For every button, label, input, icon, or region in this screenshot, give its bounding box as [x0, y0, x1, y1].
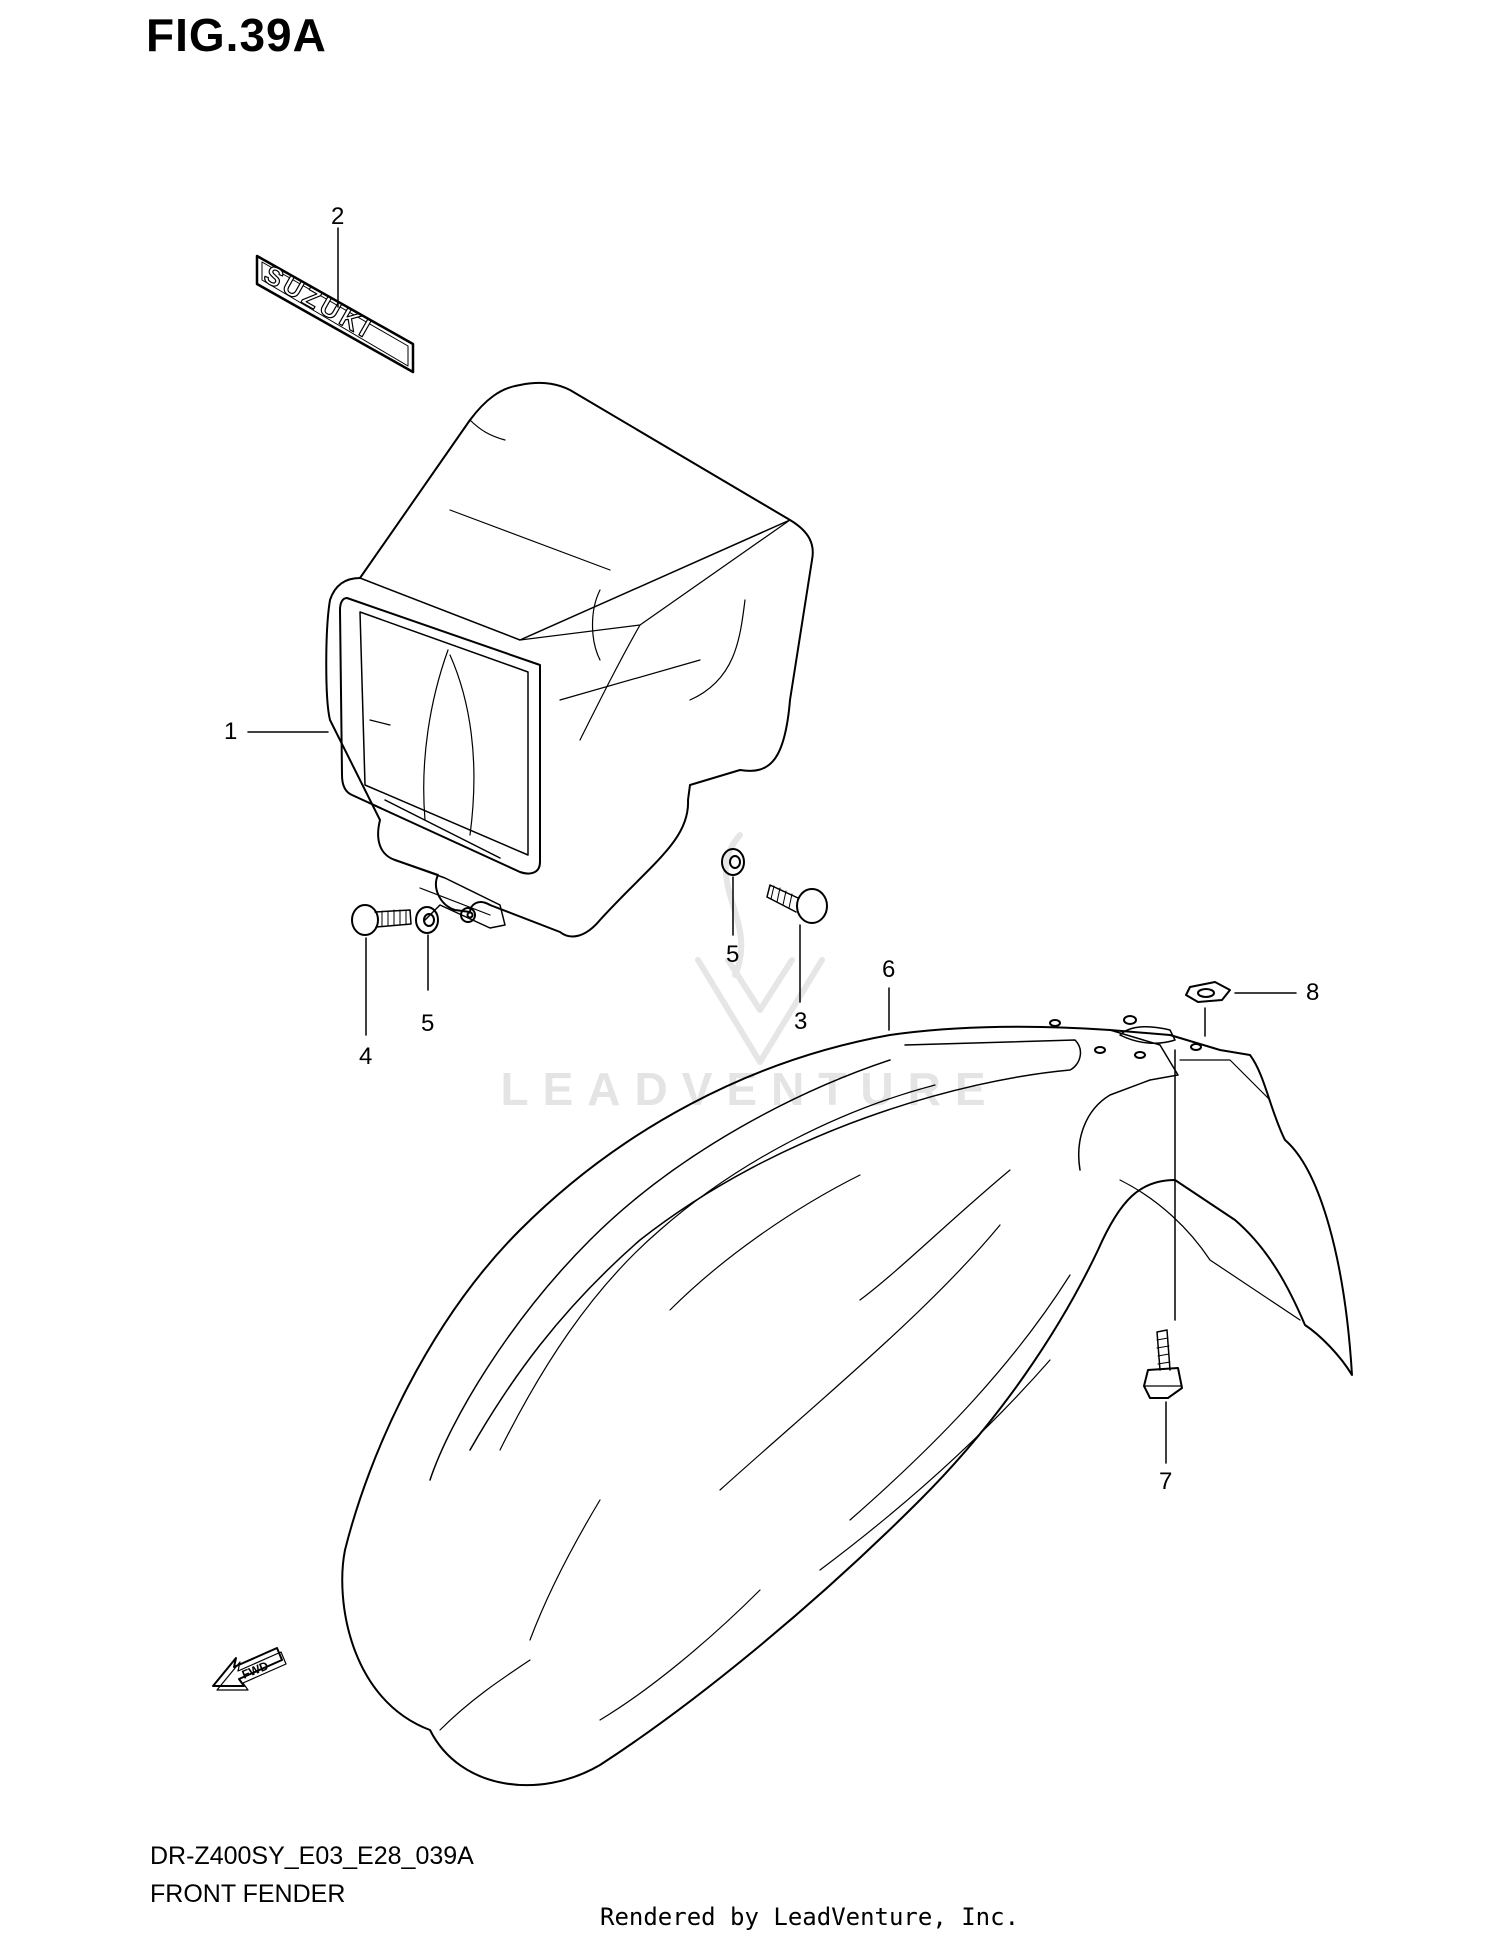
callout-5-left: 5 — [421, 1010, 435, 1037]
callout-4: 4 — [359, 1043, 373, 1070]
headlight-cover-part — [325, 381, 814, 938]
screw-part-3 — [766, 884, 828, 924]
callout-1: 1 — [224, 718, 238, 745]
callout-7: 7 — [1159, 1468, 1173, 1495]
washer-part-5-right — [721, 848, 745, 876]
suzuki-emblem-part: SUZUKI — [255, 254, 415, 374]
callout-5-right: 5 — [726, 941, 740, 968]
bolt-part-7 — [1143, 1329, 1183, 1399]
model-code: DR-Z400SY_E03_E28_039A — [150, 1842, 474, 1870]
callout-3: 3 — [794, 1008, 808, 1035]
screw-part-4 — [351, 904, 412, 936]
section-name: FRONT FENDER — [150, 1880, 346, 1908]
leader-lines — [247, 227, 1297, 1464]
callout-6: 6 — [882, 956, 896, 983]
suzuki-emblem-text: SUZUKI — [259, 259, 379, 345]
fwd-direction-arrow-icon: FWD — [212, 1647, 287, 1691]
watermark-logo-icon — [695, 832, 825, 1065]
leadventure-watermark: LEADVENTURE — [500, 1063, 1000, 1115]
callout-8: 8 — [1306, 979, 1320, 1006]
nut-part-8 — [1185, 981, 1231, 1003]
rendered-by-credit: Rendered by LeadVenture, Inc. — [600, 1903, 1020, 1931]
figure-title: FIG.39A — [146, 9, 327, 61]
washer-part-5-left — [415, 906, 439, 934]
callout-2: 2 — [331, 203, 345, 230]
front-fender-part — [341, 1015, 1353, 1787]
